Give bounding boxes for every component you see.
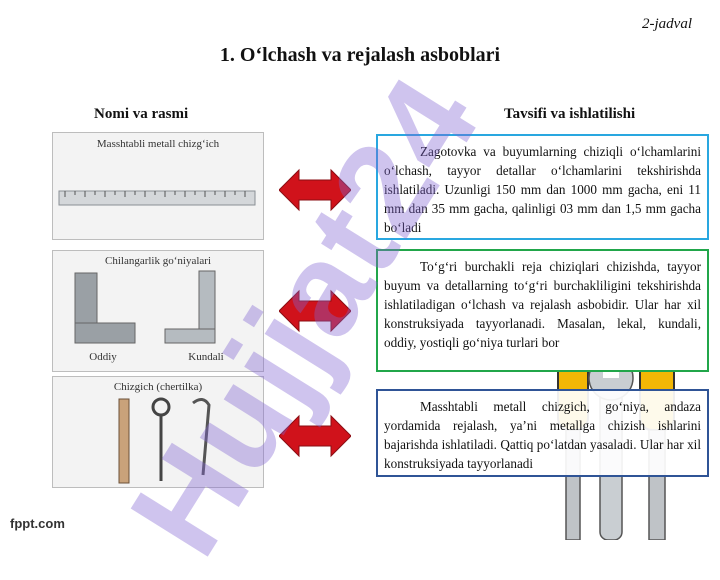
description-text: To‘g‘ri burchakli reja chiziqlari chizis… — [384, 259, 701, 350]
description-text: Zagotovka va buyumlarning chiziqli o‘lch… — [384, 144, 701, 235]
image-sub-caption: Oddiy — [89, 351, 117, 363]
table-number-label: 2-jadval — [642, 16, 692, 32]
description-box-ruler: Zagotovka va buyumlarning chiziqli o‘lch… — [376, 134, 709, 240]
double-arrow-icon — [279, 414, 351, 458]
image-caption: Chilangarlik go‘niyalari — [105, 255, 211, 267]
image-caption: Chizgich (chertilka) — [113, 381, 203, 393]
column-header-name: Nomi va rasmi — [94, 106, 189, 122]
description-box-square: To‘g‘ri burchakli reja chiziqlari chizis… — [376, 249, 709, 372]
description-box-scriber: Masshtabli metall chizgich, go‘niya, and… — [376, 389, 709, 477]
column-header-description: Tavsifi va ishlatilishi — [504, 106, 636, 122]
page-title: 1. O‘lchash va rejalash asboblari — [219, 44, 501, 66]
ruler-image-panel: Masshtabli metall chizg‘ich — [52, 132, 264, 240]
double-arrow-icon — [279, 168, 351, 212]
footer-brand: fppt.com — [10, 516, 65, 531]
image-sub-caption: Kundali — [188, 351, 224, 363]
square-tools-image-panel: Chilangarlik go‘niyalari Oddiy Kundali — [52, 250, 264, 372]
description-text: Masshtabli metall chizgich, go‘niya, and… — [384, 399, 701, 471]
ruler-icon — [58, 190, 256, 206]
double-arrow-icon — [279, 289, 351, 333]
image-caption: Masshtabli metall chizg‘ich — [96, 138, 220, 150]
square-tool-icon — [74, 270, 216, 344]
scriber-image-panel: Chizgich (chertilka) — [52, 376, 264, 488]
scriber-icon — [118, 397, 211, 484]
